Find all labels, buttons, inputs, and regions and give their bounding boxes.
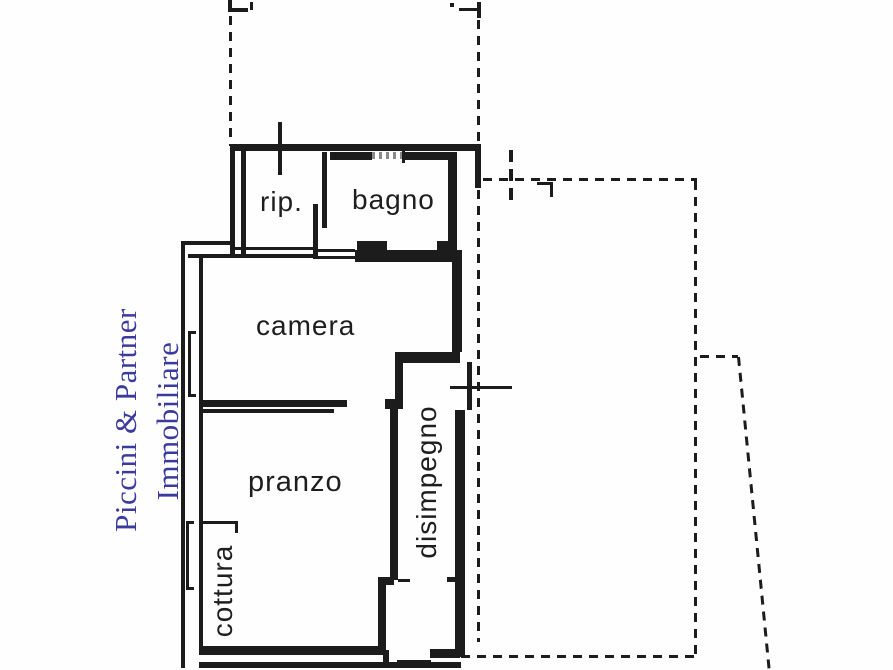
wall-segment xyxy=(402,150,405,163)
wall-segment xyxy=(199,400,347,407)
dashed-boundary-line xyxy=(694,181,697,659)
room-label-pranzo: pranzo xyxy=(248,466,343,498)
wall-segment xyxy=(313,256,355,259)
watermark-agency-name: Piccini & Partner xyxy=(108,308,143,532)
wall-segment xyxy=(330,152,372,160)
wall-segment xyxy=(199,254,203,650)
wall-segment xyxy=(448,152,457,252)
wall-segment xyxy=(397,660,431,663)
watermark-agency-type: Immobiliare xyxy=(150,341,185,501)
wall-segment xyxy=(475,144,481,188)
wall-segment xyxy=(450,3,454,7)
wall-segment xyxy=(402,152,456,160)
dashed-boundary-line xyxy=(737,356,771,669)
wall-segment xyxy=(230,144,235,256)
wall-segment xyxy=(430,649,460,658)
room-label-cottura: cottura xyxy=(207,544,238,638)
wall-segment xyxy=(477,2,481,18)
dashed-boundary-line xyxy=(229,16,232,146)
wall-segment xyxy=(183,241,230,245)
wall-segment xyxy=(230,247,314,250)
wall-segment xyxy=(313,249,355,252)
wall-segment xyxy=(383,650,389,666)
room-label-camera: camera xyxy=(256,310,356,341)
wall-segment xyxy=(199,646,385,655)
wall-segment xyxy=(230,144,481,151)
wall-segment xyxy=(398,579,410,582)
wall-segment xyxy=(455,410,465,657)
wall-segment xyxy=(186,521,194,524)
room-label-bagno: bagno xyxy=(352,184,435,215)
wall-segment xyxy=(230,254,314,258)
wall-segment xyxy=(447,577,455,582)
dashed-boundary-line xyxy=(461,655,694,658)
wall-segment xyxy=(378,577,394,585)
wall-segment xyxy=(188,331,196,334)
wall-segment xyxy=(188,333,191,397)
wall-segment xyxy=(181,241,185,668)
wall-segment xyxy=(228,0,232,12)
wall-segment xyxy=(228,8,248,12)
wall-segment xyxy=(395,352,403,407)
wall-segment xyxy=(450,386,512,389)
wall-segment xyxy=(452,250,462,352)
wall-segment xyxy=(186,587,194,590)
wall-segment xyxy=(357,241,387,250)
wall-segment xyxy=(459,8,477,11)
wall-segment xyxy=(395,352,460,363)
dashed-boundary-line xyxy=(477,190,480,642)
dashed-boundary-line xyxy=(477,20,480,146)
wall-segment xyxy=(250,2,253,10)
wall-segment xyxy=(355,250,462,262)
wall-segment xyxy=(322,152,327,228)
wall-segment xyxy=(313,204,318,258)
dashed-boundary-line xyxy=(483,178,697,181)
dashed-boundary-line xyxy=(700,355,738,358)
wall-segment xyxy=(199,662,461,668)
window-hatch xyxy=(372,152,404,159)
wall-segment xyxy=(188,394,196,397)
wall-segment xyxy=(241,150,246,256)
wall-segment xyxy=(202,521,238,524)
wall-segment xyxy=(188,254,230,258)
wall-segment xyxy=(550,185,553,197)
wall-segment xyxy=(378,585,386,652)
room-label-disimpegno: disimpegno xyxy=(411,405,442,559)
wall-segment xyxy=(385,399,403,409)
wall-segment xyxy=(235,521,238,533)
wall-segment xyxy=(186,523,189,590)
wall-segment xyxy=(437,241,457,250)
wall-segment xyxy=(199,409,334,413)
wall-segment xyxy=(390,405,398,580)
wall-segment xyxy=(537,182,553,185)
dashed-boundary-line xyxy=(509,150,513,204)
room-label-rip: rip. xyxy=(260,186,303,217)
